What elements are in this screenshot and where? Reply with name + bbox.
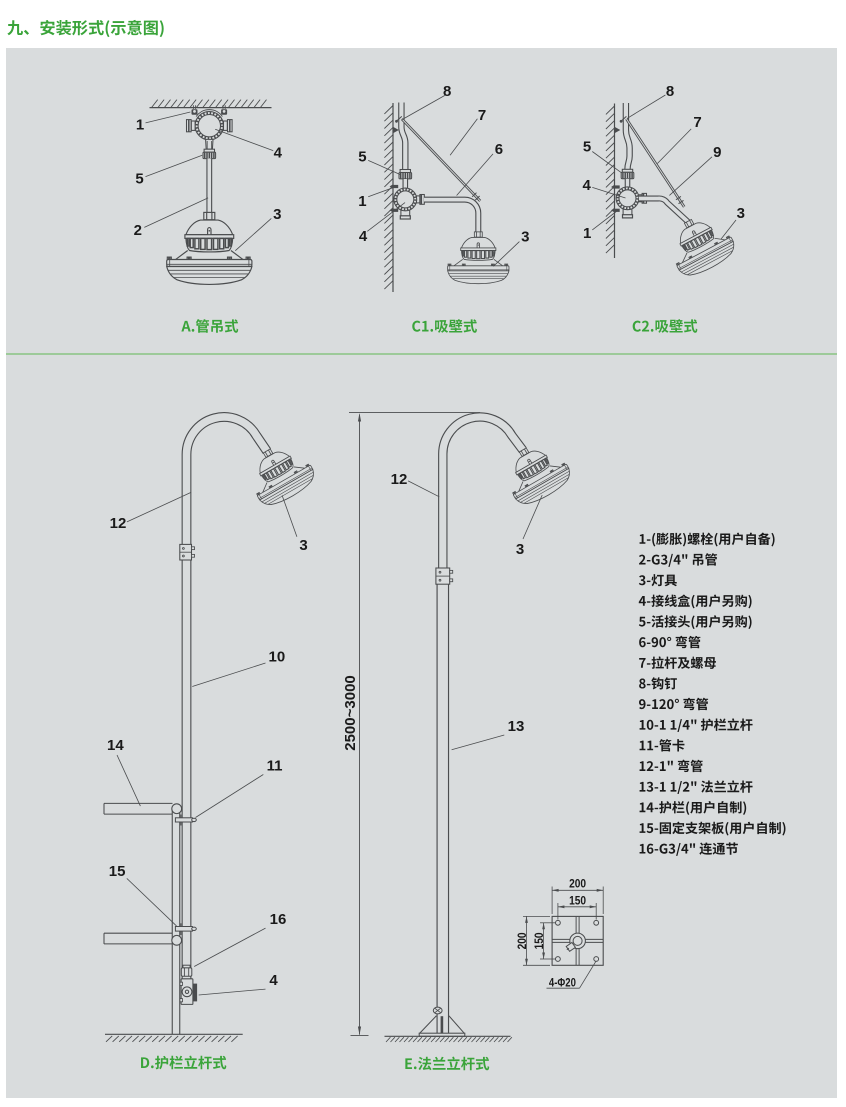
svg-text:2: 2 xyxy=(134,222,142,239)
svg-text:200: 200 xyxy=(569,878,586,891)
svg-text:200: 200 xyxy=(516,932,529,949)
svg-text:5: 5 xyxy=(135,171,143,188)
svg-text:1: 1 xyxy=(583,225,591,242)
svg-text:7: 7 xyxy=(478,107,486,124)
svg-text:4: 4 xyxy=(359,228,368,245)
svg-text:3: 3 xyxy=(737,205,745,222)
svg-text:5: 5 xyxy=(583,139,591,156)
svg-text:1: 1 xyxy=(358,193,366,210)
svg-text:4: 4 xyxy=(274,145,283,162)
svg-text:8: 8 xyxy=(443,83,451,100)
svg-text:14: 14 xyxy=(107,737,124,754)
svg-text:1: 1 xyxy=(136,116,144,133)
svg-text:8: 8 xyxy=(666,83,674,100)
svg-text:12: 12 xyxy=(391,471,408,488)
svg-text:3: 3 xyxy=(516,541,524,558)
svg-text:13: 13 xyxy=(508,718,525,735)
svg-text:3: 3 xyxy=(521,229,529,246)
svg-text:150: 150 xyxy=(533,932,546,949)
svg-text:3: 3 xyxy=(273,206,281,223)
svg-text:4: 4 xyxy=(583,177,592,194)
svg-text:9: 9 xyxy=(713,144,721,161)
svg-text:11: 11 xyxy=(267,758,283,775)
svg-text:150: 150 xyxy=(569,894,586,907)
svg-text:7: 7 xyxy=(693,114,701,131)
svg-text:4: 4 xyxy=(269,972,278,989)
svg-text:3: 3 xyxy=(299,537,307,554)
svg-text:10: 10 xyxy=(269,649,286,666)
svg-text:16: 16 xyxy=(270,911,287,928)
svg-text:5: 5 xyxy=(358,149,366,166)
svg-text:12: 12 xyxy=(110,515,127,532)
svg-text:2500~3000: 2500~3000 xyxy=(342,675,359,751)
svg-text:15: 15 xyxy=(109,863,126,880)
svg-text:4-Φ20: 4-Φ20 xyxy=(549,977,576,990)
svg-text:6: 6 xyxy=(495,141,503,158)
